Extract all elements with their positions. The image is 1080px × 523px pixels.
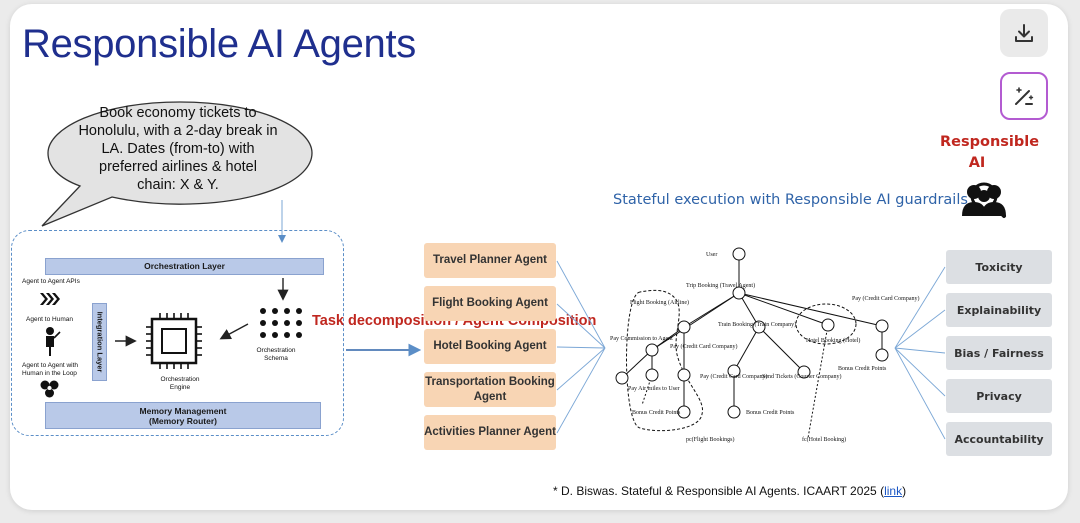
download-button[interactable] [1000, 9, 1048, 57]
guardrail-accountability: Accountability [946, 422, 1052, 456]
diagram-connectors: User Trip Booking (Travel Agent) Flight … [40, 182, 1006, 443]
agent-transportation-booking: Transportation Booking Agent [424, 372, 556, 407]
agent-hotel-booking: Hotel Booking Agent [424, 329, 556, 364]
agent-to-human-label: Agent to Human [26, 316, 73, 323]
tree-label-bonus-credit-left: Bonus Credit Points [632, 410, 681, 416]
download-icon [1015, 24, 1033, 42]
people-search-icon [962, 182, 1006, 218]
slide-card: Responsible AI Agents Book economy ticke… [10, 4, 1068, 510]
orchestration-engine-label: Orchestration Engine [160, 376, 200, 391]
chip-icon [146, 313, 202, 369]
memory-router-label: (Memory Router) [148, 416, 217, 426]
slide-title: Responsible AI Agents [22, 22, 416, 66]
agent-activities-planner: Activities Planner Agent [424, 415, 556, 450]
agent-flight-booking: Flight Booking Agent [424, 286, 556, 321]
stateful-execution-label: Stateful execution with Responsible AI g… [613, 192, 968, 208]
tree-label-flight-bookings-footer: pc(Flight Bookings) [686, 436, 735, 443]
chevrons-icon [40, 293, 60, 305]
human-icon [46, 327, 61, 356]
tree-to-guardrails-lines [894, 266, 946, 440]
tree-label-send-tickets: Send Tickets (Courier Company) [762, 373, 842, 380]
tree-label-pay-credit-low: Pay (Credit Card Company) [700, 373, 768, 380]
tree-label-pay-commission: Pay Commission to Agent [610, 336, 673, 342]
magic-edit-icon [1015, 87, 1034, 105]
agent-travel-planner: Travel Planner Agent [424, 243, 556, 278]
guardrail-toxicity: Toxicity [946, 250, 1052, 284]
integration-layer-bar: Integration Layer [92, 303, 107, 381]
tree-label-train-booking: Train Booking (Train Company) [718, 321, 796, 328]
citation: * D. Biswas. Stateful & Responsible AI A… [553, 484, 906, 498]
citation-suffix: ) [902, 484, 907, 498]
agents-to-tree-lines [556, 260, 606, 434]
schema-dots-icon [260, 308, 302, 338]
orchestration-schema-label: Orchestration Schema [256, 347, 296, 362]
tree-label-user: User [706, 252, 717, 258]
tree-label-pay-air-miles: Pay Air miles to User [628, 386, 680, 392]
state-tree [615, 247, 889, 439]
tree-label-bonus-credit-mid: Bonus Credit Points [746, 410, 795, 416]
guardrail-explainability: Explainability [946, 293, 1052, 327]
citation-text: * D. Biswas. Stateful & Responsible AI A… [553, 484, 885, 498]
group-circles-icon [40, 380, 59, 398]
schema-to-engine-arrow [219, 323, 249, 340]
tree-label-hotel-booking-footer: fc(Hotel Booking) [802, 436, 846, 443]
user-prompt-text: Book economy tickets to Honolulu, with a… [78, 105, 278, 193]
memory-management-bar: Memory Management (Memory Router) [45, 402, 321, 429]
citation-link[interactable]: link [884, 484, 903, 498]
guardrail-privacy: Privacy [946, 379, 1052, 413]
user-prompt-bubble: Book economy tickets to Honolulu, with a… [40, 98, 320, 228]
tree-label-hotel-booking: Hotel Booking (Hotel) [806, 337, 860, 344]
tree-label-trip-booking: Trip Booking (Travel Agent) [686, 282, 755, 289]
architecture-container [11, 230, 344, 436]
state-tree-labels: User Trip Booking (Travel Agent) Flight … [610, 252, 920, 443]
tree-label-bonus-credit-right: Bonus Credit Points [838, 366, 887, 372]
agent-to-agent-apis-label: Agent to Agent APIs [22, 278, 80, 285]
memory-management-label: Memory Management [139, 406, 227, 416]
tree-label-flight-booking: Flight Booking (Airline) [630, 299, 689, 306]
magic-edit-button[interactable] [1000, 72, 1048, 120]
agent-to-agent-hitl-label: Agent to Agent with Human in the Loop [22, 362, 79, 377]
tree-label-pay-credit-right: Pay (Credit Card Company) [852, 295, 920, 302]
tree-label-pay-credit-mid: Pay (Credit Card Company) [670, 343, 738, 350]
guardrail-bias-fairness: Bias / Fairness [946, 336, 1052, 370]
orchestration-layer-bar: Orchestration Layer [45, 258, 324, 275]
speech-bubble-shape [41, 101, 313, 227]
